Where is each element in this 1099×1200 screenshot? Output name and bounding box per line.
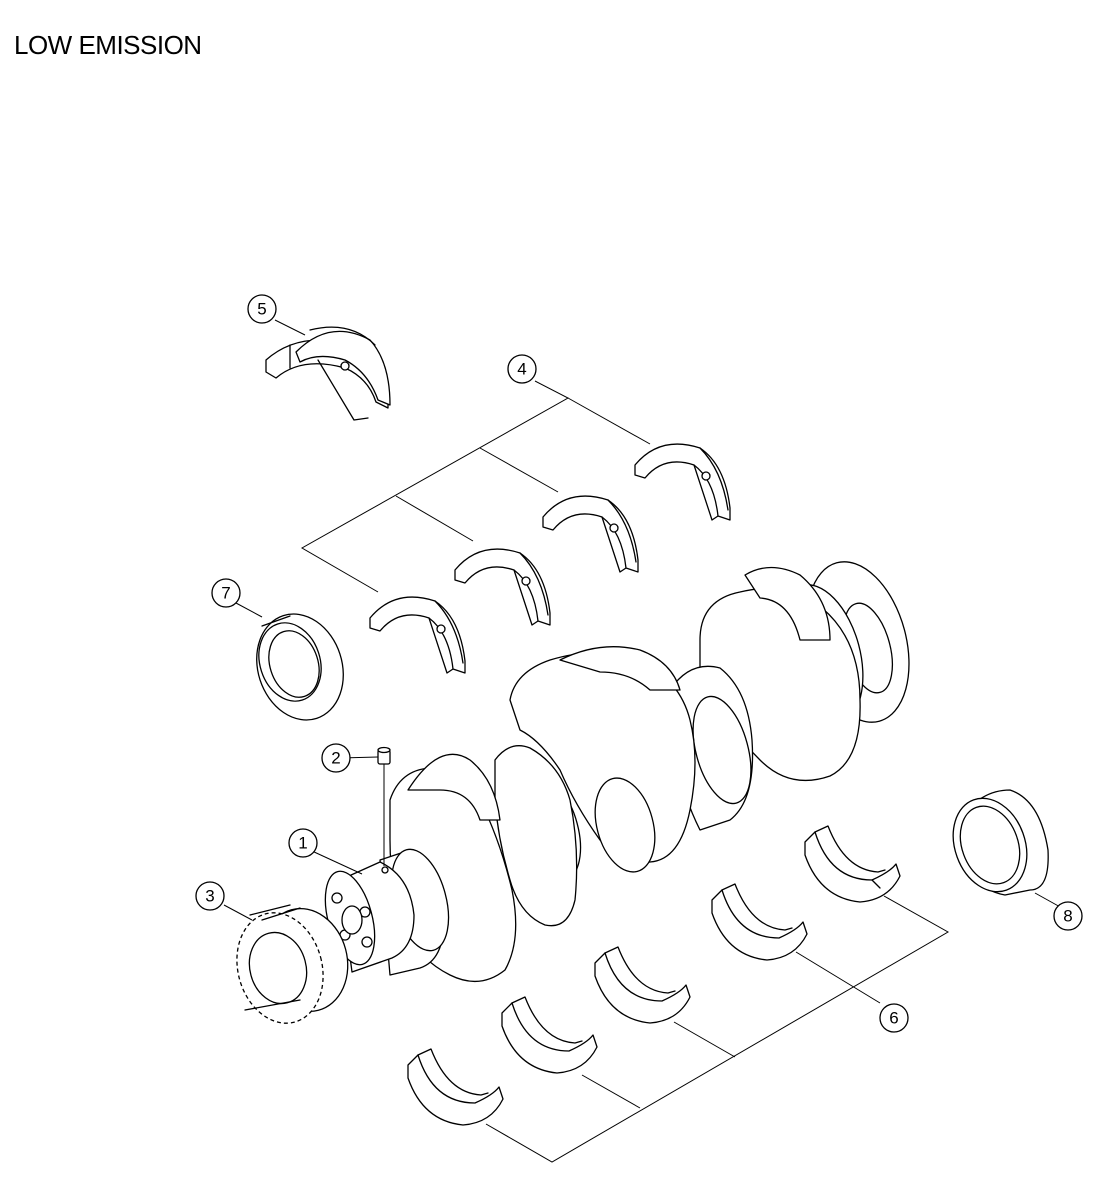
leader-lines	[223, 319, 1063, 921]
lower-main-bearing	[407, 1048, 504, 1126]
lower-main-bearing	[804, 825, 901, 903]
crankshaft-gear-part-3	[236, 904, 349, 1024]
svg-text:4: 4	[517, 360, 526, 379]
callout-4: 4	[507, 354, 537, 384]
upper-main-bearing	[634, 443, 731, 521]
svg-text:5: 5	[257, 300, 266, 319]
dowel-pin-part-2	[377, 746, 391, 866]
callout-2: 2	[321, 743, 351, 773]
callout-7: 7	[211, 578, 241, 608]
callout-8: 8	[1053, 901, 1083, 931]
thrust-bearing-part-5	[265, 326, 391, 421]
upper-main-bearing	[369, 596, 466, 674]
callout-3: 3	[195, 881, 225, 911]
callout-6: 6	[879, 1003, 909, 1033]
svg-text:2: 2	[331, 749, 340, 768]
svg-text:8: 8	[1063, 907, 1072, 926]
svg-text:6: 6	[889, 1009, 898, 1028]
callout-1: 1	[288, 828, 318, 858]
rear-ring-part-8	[952, 789, 1049, 896]
svg-text:1: 1	[298, 834, 307, 853]
lower-main-bearing	[594, 946, 691, 1024]
upper-main-bearing	[454, 548, 551, 626]
callout-5: 5	[247, 294, 277, 324]
lower-main-bearing	[711, 883, 808, 961]
page-title: LOW EMISSION	[14, 30, 202, 60]
front-oil-seal-part-7	[256, 613, 344, 721]
svg-text:7: 7	[221, 584, 230, 603]
svg-text:3: 3	[205, 887, 214, 906]
leader-bracket-6	[485, 895, 950, 1163]
upper-main-bearing	[542, 495, 639, 573]
leader-bracket-4	[300, 380, 651, 593]
lower-main-bearing	[501, 996, 598, 1074]
